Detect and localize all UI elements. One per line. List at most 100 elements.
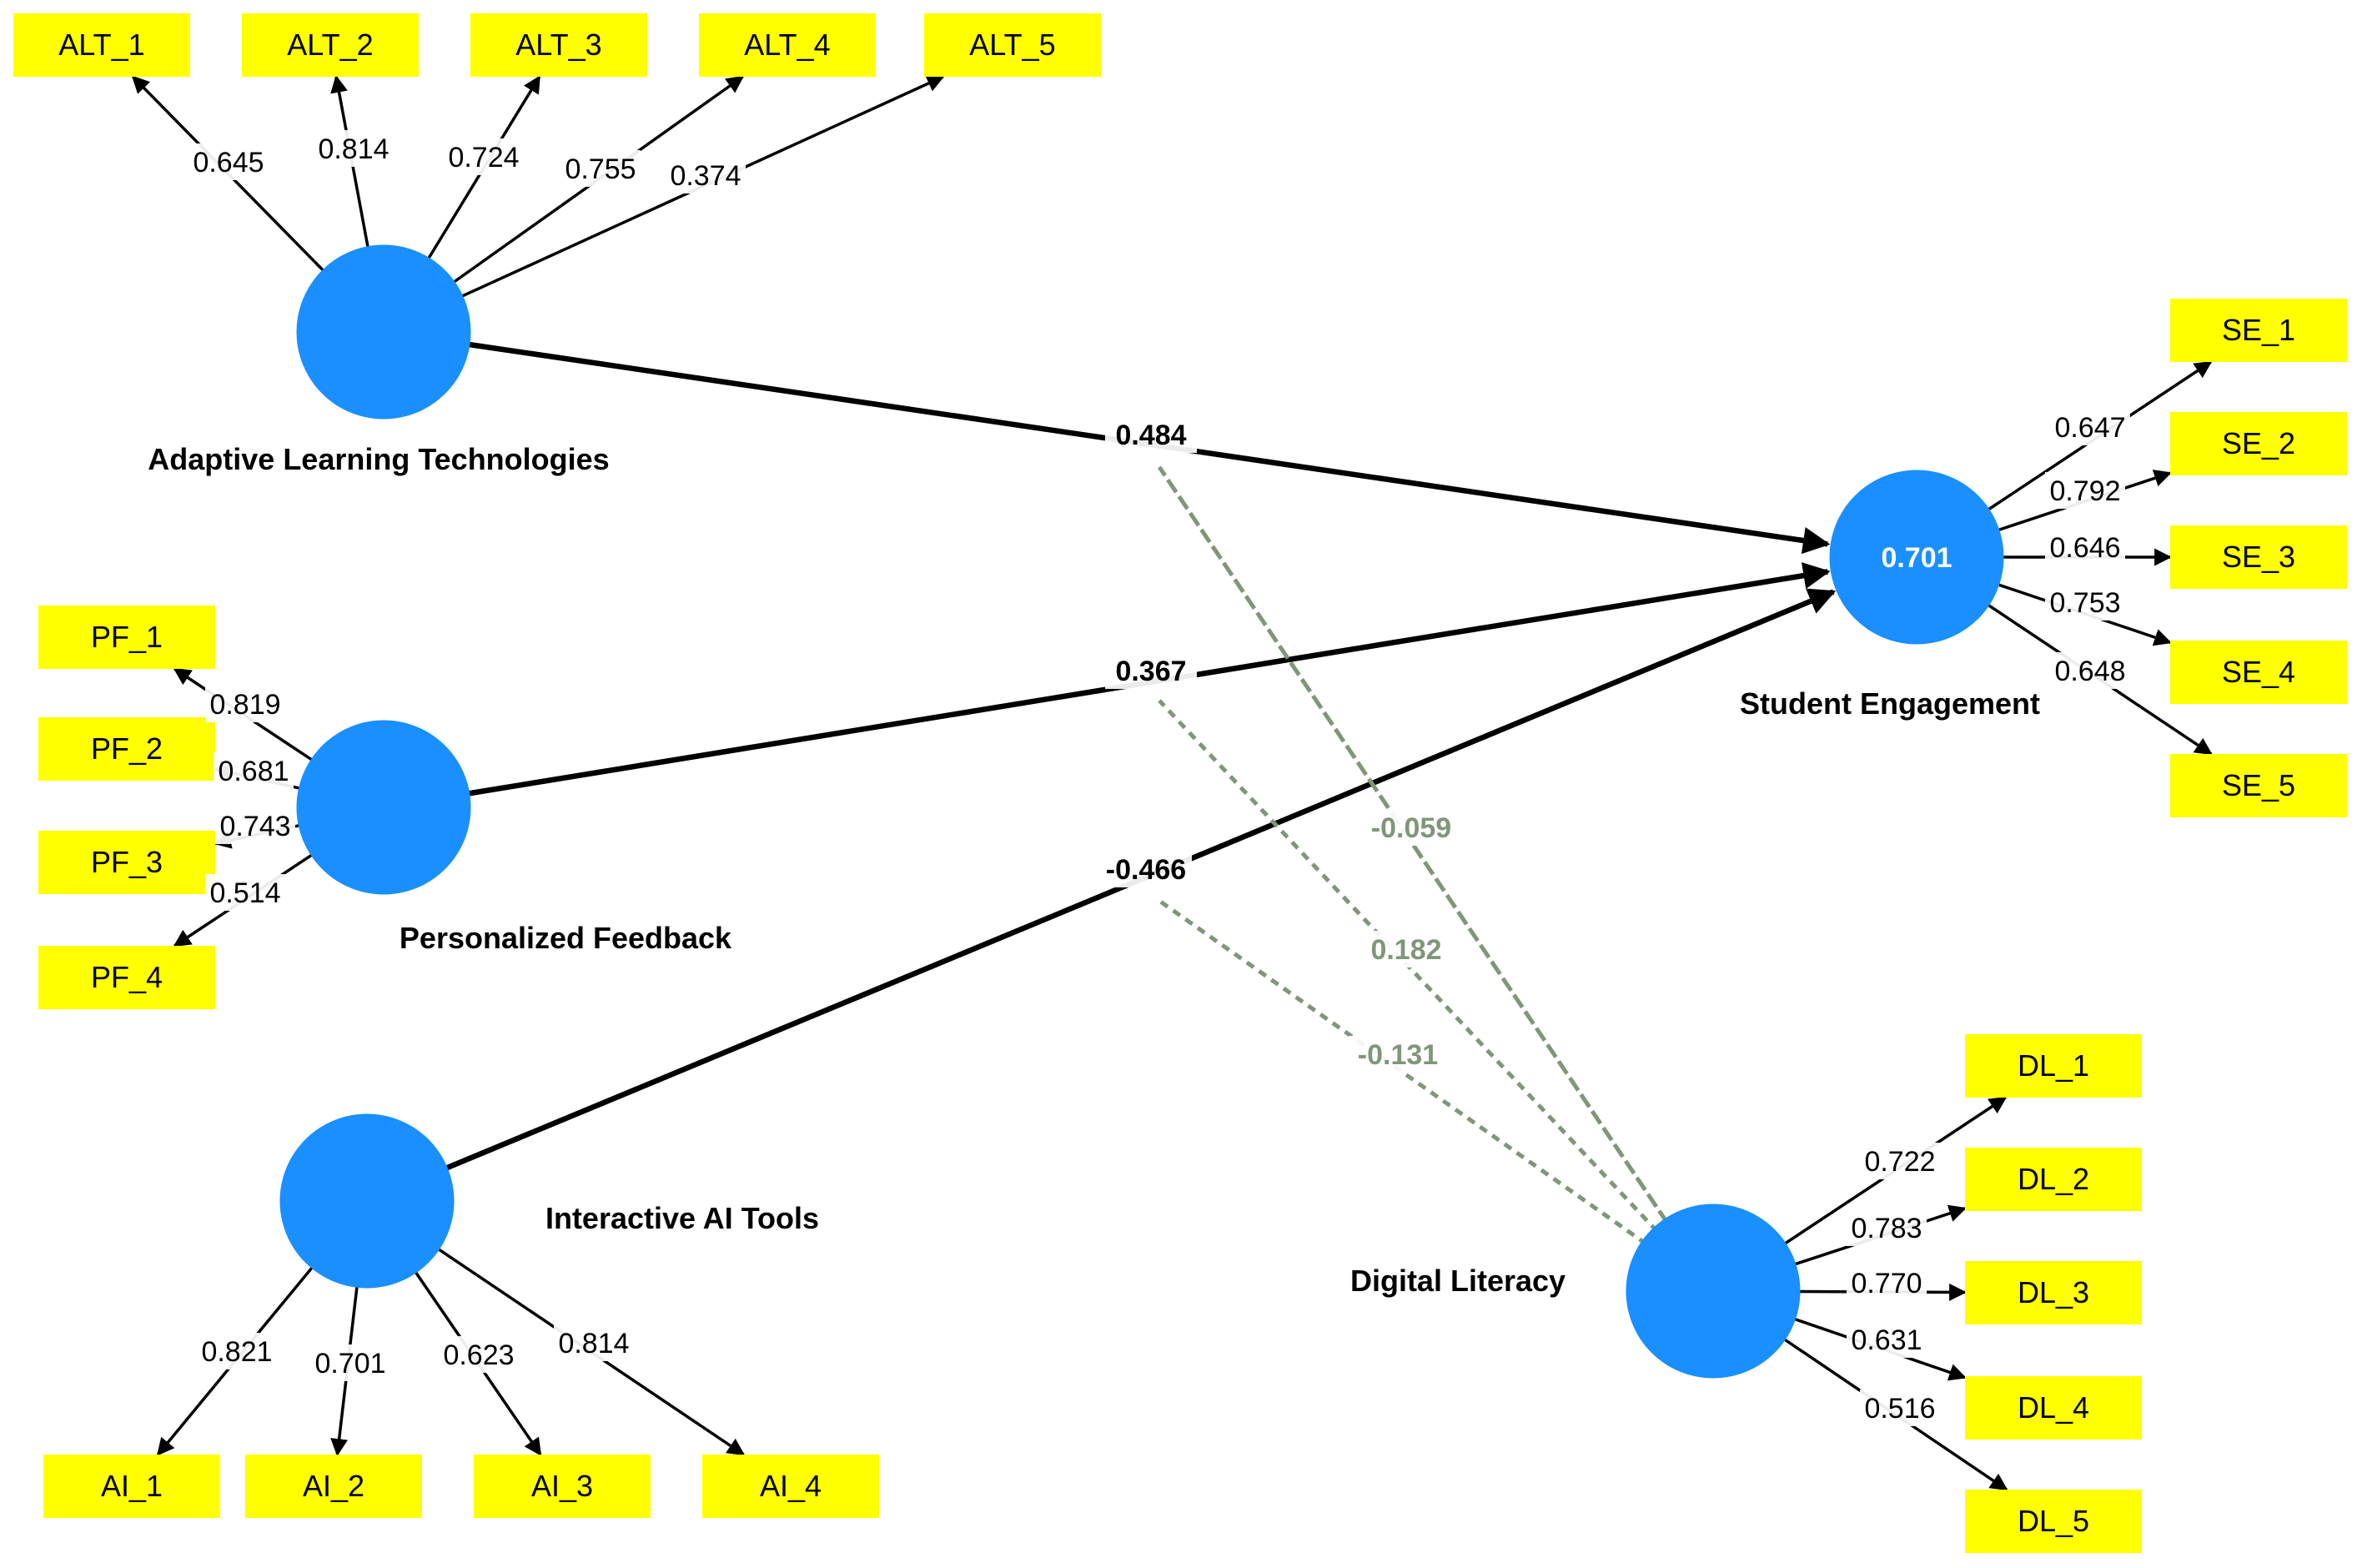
indicator-label: DL_2	[2018, 1162, 2089, 1196]
indicator-label: ALT_3	[515, 28, 601, 62]
path-coefficient-alt: 0.484	[1115, 420, 1186, 451]
loading-value-se-4: 0.753	[2049, 587, 2120, 619]
loading-value-dl-4: 0.631	[1851, 1324, 1922, 1356]
indicator-alt-1[interactable]: ALT_1	[13, 13, 190, 77]
indicator-box	[2170, 412, 2347, 475]
indicator-box	[2170, 525, 2347, 589]
indicator-label: DL_4	[2018, 1390, 2089, 1425]
latent-variable-circle	[296, 720, 471, 895]
latent-variable-circle	[279, 1113, 455, 1289]
path-label-bg	[1100, 851, 1192, 887]
indicator-se-3[interactable]: SE_3	[2170, 525, 2347, 589]
indicator-label: DL_5	[2018, 1504, 2089, 1538]
loading-value-pf-1: 0.819	[209, 689, 280, 721]
indicator-ai-4[interactable]: AI_4	[702, 1455, 879, 1518]
moderator-coefficient-1: -0.059	[1371, 812, 1451, 844]
indicator-box	[699, 13, 876, 77]
indicator-box	[1965, 1376, 2142, 1440]
loading-label-bg	[439, 1336, 519, 1373]
loading-label-bg	[1847, 1321, 1927, 1358]
indicator-box	[2170, 754, 2347, 817]
indicator-pf-3[interactable]: PF_3	[38, 831, 215, 894]
indicator-se-5[interactable]: SE_5	[2170, 754, 2347, 817]
latent-variable-circle	[1626, 1204, 1801, 1379]
loading-value-pf-3: 0.743	[219, 811, 290, 842]
indicator-ai-1[interactable]: AI_1	[43, 1455, 220, 1518]
indicator-box	[1965, 1490, 2142, 1553]
loading-label-bg	[1847, 1264, 1927, 1301]
indicator-box	[242, 13, 419, 77]
indicator-dl-1[interactable]: DL_1	[1965, 1034, 2142, 1098]
construct-ai[interactable]	[279, 1113, 455, 1289]
indicator-box	[702, 1455, 879, 1518]
construct-se[interactable]: 0.701	[1829, 470, 2004, 645]
indicator-dl-3[interactable]: DL_3	[1965, 1261, 2142, 1324]
r-squared-value: 0.701	[1881, 542, 1952, 574]
indicator-alt-2[interactable]: ALT_2	[242, 13, 419, 77]
loading-label-bg	[205, 686, 285, 722]
loading-label-bg	[197, 1333, 277, 1369]
indicator-se-4[interactable]: SE_4	[2170, 641, 2347, 704]
loading-label-bg	[310, 1344, 390, 1381]
loading-value-alt-2: 0.814	[318, 133, 389, 165]
indicator-alt-4[interactable]: ALT_4	[699, 13, 876, 77]
latent-variable-circle	[296, 244, 471, 420]
moderator-label-bg	[1349, 1036, 1447, 1073]
indicator-pf-2[interactable]: PF_2	[38, 717, 215, 781]
indicator-label: AI_3	[531, 1469, 593, 1503]
loading-value-se-2: 0.792	[2049, 475, 2120, 507]
indicator-se-1[interactable]: SE_1	[2170, 299, 2347, 362]
path-label-bg	[1105, 416, 1197, 453]
indicator-se-2[interactable]: SE_2	[2170, 412, 2347, 475]
loading-label-bg	[560, 150, 641, 187]
path-label-bg	[1105, 652, 1197, 689]
indicator-pf-1[interactable]: PF_1	[38, 606, 215, 669]
indicator-box	[1965, 1148, 2142, 1211]
indicator-ai-3[interactable]: AI_3	[474, 1455, 651, 1518]
indicator-label: PF_3	[91, 845, 163, 879]
loading-value-ai-4: 0.814	[558, 1328, 629, 1359]
indicator-alt-3[interactable]: ALT_3	[470, 13, 647, 77]
construct-dl[interactable]	[1626, 1204, 1801, 1379]
loading-label-bg	[188, 143, 269, 180]
construct-label-dl: Digital Literacy	[1350, 1264, 1565, 1298]
loading-value-dl-3: 0.770	[1851, 1268, 1922, 1299]
moderator-coefficient-3: -0.131	[1358, 1039, 1438, 1071]
loading-value-ai-1: 0.821	[201, 1336, 272, 1368]
indicator-box	[13, 13, 190, 77]
indicator-box	[38, 946, 215, 1009]
loading-label-bg	[2045, 529, 2125, 565]
indicator-dl-4[interactable]: DL_4	[1965, 1376, 2142, 1440]
indicator-label: PF_2	[91, 731, 163, 766]
construct-label-ai: Interactive AI Tools	[545, 1201, 819, 1235]
indicator-pf-4[interactable]: PF_4	[38, 946, 215, 1009]
indicator-label: ALT_1	[58, 28, 144, 62]
construct-label-se: Student Engagement	[1740, 686, 2040, 721]
indicator-ai-2[interactable]: AI_2	[245, 1455, 422, 1518]
loading-value-dl-5: 0.516	[1864, 1393, 1935, 1425]
loading-label-bg	[314, 130, 394, 167]
loading-label-bg	[2050, 652, 2130, 689]
indicator-alt-5[interactable]: ALT_5	[924, 13, 1101, 77]
indicator-label: ALT_4	[744, 28, 830, 62]
construct-alt[interactable]	[296, 244, 471, 420]
indicator-dl-2[interactable]: DL_2	[1965, 1148, 2142, 1211]
indicator-label: PF_1	[91, 620, 163, 654]
loading-label-bg	[1847, 1209, 1927, 1246]
loading-label-bg	[2045, 472, 2125, 509]
loading-value-dl-2: 0.783	[1851, 1213, 1922, 1244]
indicator-box	[1965, 1261, 2142, 1324]
moderator-label-bg	[1357, 931, 1455, 967]
construct-pf[interactable]	[296, 720, 471, 895]
loading-value-pf-4: 0.514	[209, 877, 280, 909]
indicator-label: AI_4	[760, 1469, 822, 1503]
node-layer: ALT_1 ALT_2 ALT_3 ALT_4 ALT_5PF_1PF_2PF_3PF_…	[13, 13, 2347, 1553]
indicator-dl-5[interactable]: DL_5	[1965, 1490, 2142, 1553]
indicator-label: DL_3	[2018, 1275, 2089, 1309]
indicator-box	[470, 13, 647, 77]
loading-value-alt-4: 0.755	[565, 153, 636, 185]
indicator-label: SE_3	[2222, 540, 2295, 574]
loading-value-alt-5: 0.374	[670, 160, 741, 192]
